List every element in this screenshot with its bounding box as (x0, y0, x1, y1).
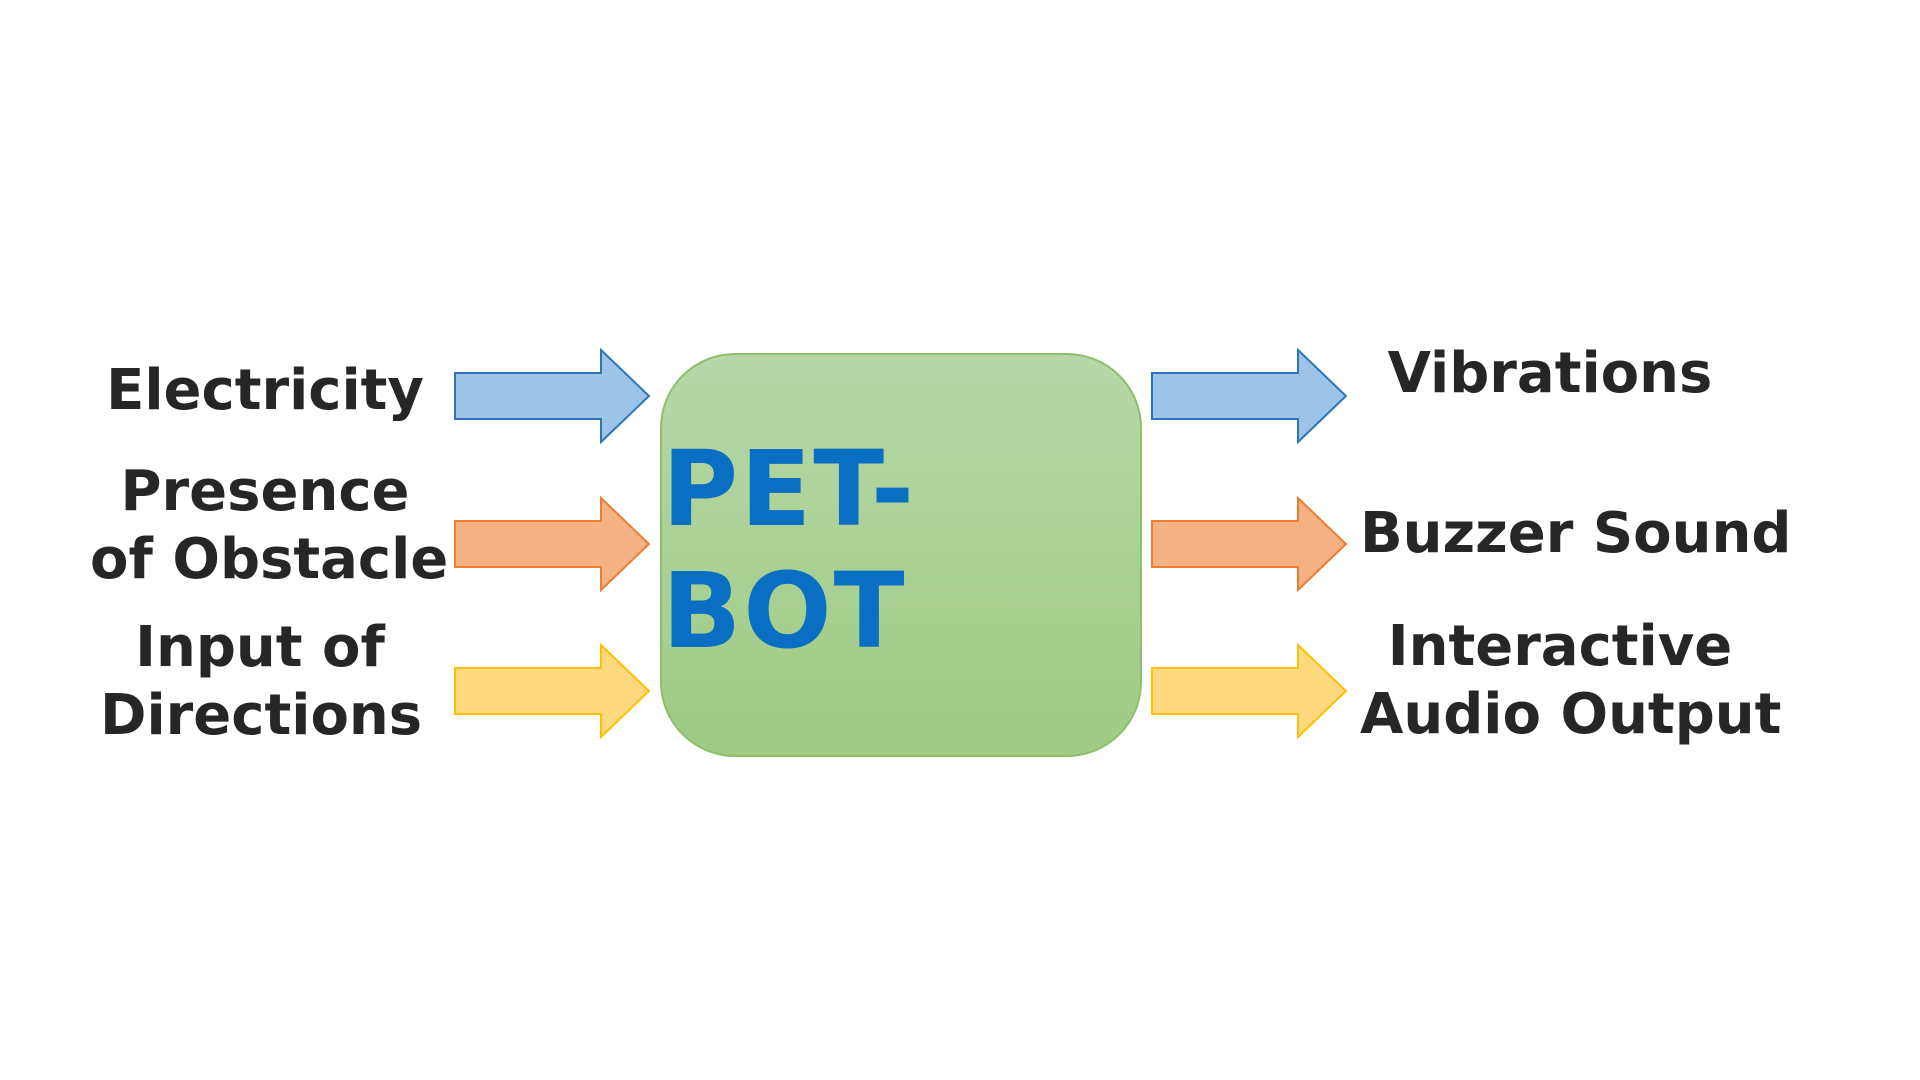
output-arrow-vibrations (1151, 347, 1348, 445)
output-label-line: Audio Output (1360, 682, 1782, 747)
input-label-electricity: Electricity (100, 357, 430, 425)
input-arrow-obstacle (454, 495, 651, 593)
arrow-shape (454, 347, 651, 445)
input-arrow-electricity (454, 347, 651, 445)
pet-bot-block: PET-BOT (660, 353, 1142, 757)
output-label-line: Vibrations (1387, 341, 1713, 406)
input-label-line: Presence (120, 459, 410, 524)
input-label-directions: Input of Directions (100, 614, 423, 750)
input-arrow-directions (454, 642, 651, 740)
arrow-shape (454, 495, 651, 593)
arrow-shape (1151, 642, 1348, 740)
input-label-line: of Obstacle (90, 527, 449, 592)
output-label-vibrations: Vibrations (1380, 340, 1720, 408)
pet-bot-title: PET-BOT (662, 428, 917, 672)
input-label-line: Electricity (106, 358, 424, 423)
output-arrow-buzzer (1151, 495, 1348, 593)
input-label-obstacle: Presence of Obstacle (90, 458, 449, 594)
output-label-line: Interactive (1387, 614, 1733, 679)
arrow-shape (1151, 495, 1348, 593)
input-label-line: Directions (100, 683, 423, 748)
arrow-shape (454, 642, 651, 740)
input-label-line: Input of (135, 615, 385, 680)
arrow-shape (1151, 347, 1348, 445)
output-label-audio: Interactive Audio Output (1360, 613, 1782, 749)
output-label-line: Buzzer Sound (1360, 501, 1792, 566)
output-label-buzzer: Buzzer Sound (1360, 500, 1792, 568)
output-arrow-audio (1151, 642, 1348, 740)
